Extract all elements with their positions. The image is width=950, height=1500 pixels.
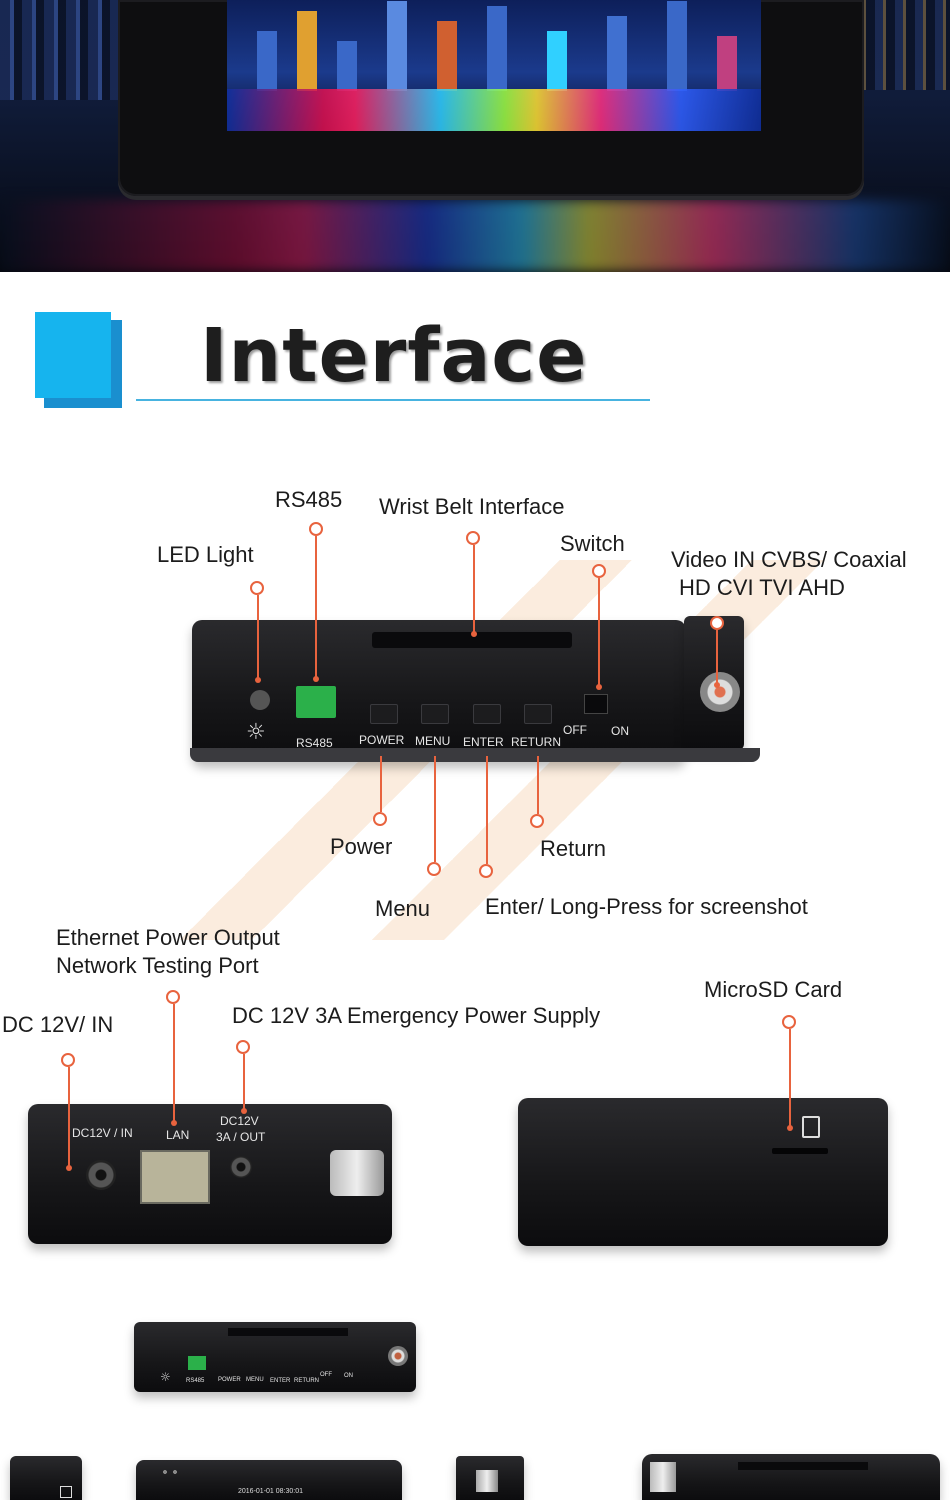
power-switch[interactable] xyxy=(584,694,608,714)
callout-microsd-leader xyxy=(789,1029,791,1127)
callout-rs485-marker xyxy=(309,522,323,536)
callout-emergency-leader xyxy=(243,1054,245,1110)
side-print-dc-in: DC12V / IN xyxy=(72,1126,133,1140)
callout-enter-leader xyxy=(486,756,488,864)
thumbnail-led-icon: ☼ xyxy=(160,1370,171,1384)
top-print-enter: ENTER xyxy=(463,735,504,749)
device-thumbnail-left-side xyxy=(10,1456,82,1500)
thumb-print-off: OFF xyxy=(320,1372,332,1378)
top-print-power: POWER xyxy=(359,733,405,747)
side-print-dc-out-line2: 3A / OUT xyxy=(216,1130,266,1144)
callout-return-marker xyxy=(530,814,544,828)
side-print-dc-out-line1: DC12V xyxy=(220,1114,259,1128)
title-underline xyxy=(136,399,650,401)
callout-dc-in-leader xyxy=(68,1067,70,1167)
city-skyline-right xyxy=(855,0,950,90)
callout-power-leader xyxy=(380,756,382,812)
callout-enter: Enter/ Long-Press for screenshot xyxy=(485,894,808,919)
device-base-rail xyxy=(190,748,760,762)
side-bnc-connector[interactable] xyxy=(330,1150,384,1196)
top-print-return: RETURN xyxy=(511,735,561,749)
hero-device-photo xyxy=(0,0,950,272)
callout-power: Power xyxy=(330,834,393,859)
callout-wrist-belt: Wrist Belt Interface xyxy=(379,494,565,519)
callout-emergency-marker xyxy=(236,1040,250,1054)
callout-led-light-marker xyxy=(250,581,264,595)
callout-rs485-leader xyxy=(315,536,317,678)
thumbnail-end-connector xyxy=(476,1470,498,1492)
callout-video-in-line2: HD CVI TVI AHD xyxy=(679,575,845,600)
thumbnail-rs485-terminal xyxy=(188,1356,206,1370)
callout-wrist-belt-marker xyxy=(466,531,480,545)
callout-video-in-line1: Video IN CVBS/ Coaxial xyxy=(671,547,907,572)
thumb-print-on: ON xyxy=(344,1373,353,1379)
callout-menu: Menu xyxy=(375,896,431,921)
device-right-side-panel xyxy=(518,1098,888,1246)
city-skyline-left xyxy=(0,0,120,100)
title-accent-square xyxy=(35,312,111,398)
return-button[interactable] xyxy=(524,704,552,724)
callout-video-in-marker xyxy=(710,616,724,630)
callout-return-leader xyxy=(537,756,539,814)
callout-switch: Switch xyxy=(560,531,625,556)
thumbnail-back-bnc xyxy=(650,1462,676,1492)
callout-enter-marker xyxy=(479,864,493,878)
bnc-video-connector[interactable] xyxy=(700,672,740,712)
device-screen xyxy=(227,0,761,131)
device-thumbnail-front-screen xyxy=(136,1460,402,1500)
callout-microsd-marker xyxy=(782,1015,796,1029)
callout-return: Return xyxy=(540,836,607,861)
callout-emergency-power: DC 12V 3A Emergency Power Supply xyxy=(232,1003,601,1028)
thumbnail-screen-dots xyxy=(160,1470,180,1474)
callout-dc-in: DC 12V/ IN xyxy=(2,1012,114,1037)
callout-rs485: RS485 xyxy=(275,487,343,512)
callout-video-in-leader xyxy=(716,630,718,684)
side-print-lan: LAN xyxy=(166,1128,190,1142)
callout-menu-leader xyxy=(434,756,436,862)
device-thumbnail-back xyxy=(642,1454,940,1500)
rs485-terminal xyxy=(296,686,336,718)
screen-status-datetime: 2016-01-01 08:30:01 xyxy=(238,1488,303,1495)
dc-in-jack[interactable] xyxy=(86,1160,116,1190)
callout-power-marker xyxy=(373,812,387,826)
dc-out-jack[interactable] xyxy=(230,1156,252,1178)
wrist-belt-slot xyxy=(372,632,572,648)
menu-button[interactable] xyxy=(421,704,449,724)
thumb-print-rs485: RS485 xyxy=(186,1378,205,1384)
thumbnail-bnc-connector xyxy=(388,1346,408,1366)
microsd-slot[interactable] xyxy=(772,1148,828,1154)
top-print-off: OFF xyxy=(563,723,587,737)
thumbnail-back-slot xyxy=(738,1462,868,1470)
water-reflection xyxy=(0,200,950,272)
page-title: Interface xyxy=(200,313,588,399)
callout-dc-in-marker xyxy=(61,1053,75,1067)
callout-switch-marker xyxy=(592,564,606,578)
callout-switch-leader xyxy=(598,578,600,686)
top-print-on: ON xyxy=(611,724,629,738)
power-button[interactable] xyxy=(370,704,398,724)
callout-ethernet-leader xyxy=(173,1004,175,1122)
callout-ethernet-marker xyxy=(166,990,180,1004)
callout-wrist-belt-leader xyxy=(473,545,475,633)
thumbnail-left-icon xyxy=(60,1486,72,1498)
thumb-print-menu: MENU xyxy=(246,1377,264,1383)
callout-ethernet-line1: Ethernet Power Output xyxy=(56,925,280,950)
callout-led-light-leader xyxy=(257,595,259,679)
enter-button[interactable] xyxy=(473,704,501,724)
lan-port[interactable] xyxy=(140,1150,210,1204)
callout-microsd: MicroSD Card xyxy=(704,977,843,1002)
led-light-lens xyxy=(250,690,270,710)
thumb-print-enter: ENTER xyxy=(270,1378,291,1384)
callout-ethernet-line2: Network Testing Port xyxy=(56,953,259,978)
microsd-icon xyxy=(802,1116,820,1138)
thumbnail-wrist-slot xyxy=(228,1328,348,1336)
top-print-rs485: RS485 xyxy=(296,736,333,750)
callout-menu-marker xyxy=(427,862,441,876)
top-print-menu: MENU xyxy=(415,734,451,748)
led-light-icon: ☼ xyxy=(246,720,266,745)
callout-led-light: LED Light xyxy=(157,542,254,567)
thumb-print-power: POWER xyxy=(218,1377,241,1383)
thumb-print-return: RETURN xyxy=(294,1378,319,1384)
